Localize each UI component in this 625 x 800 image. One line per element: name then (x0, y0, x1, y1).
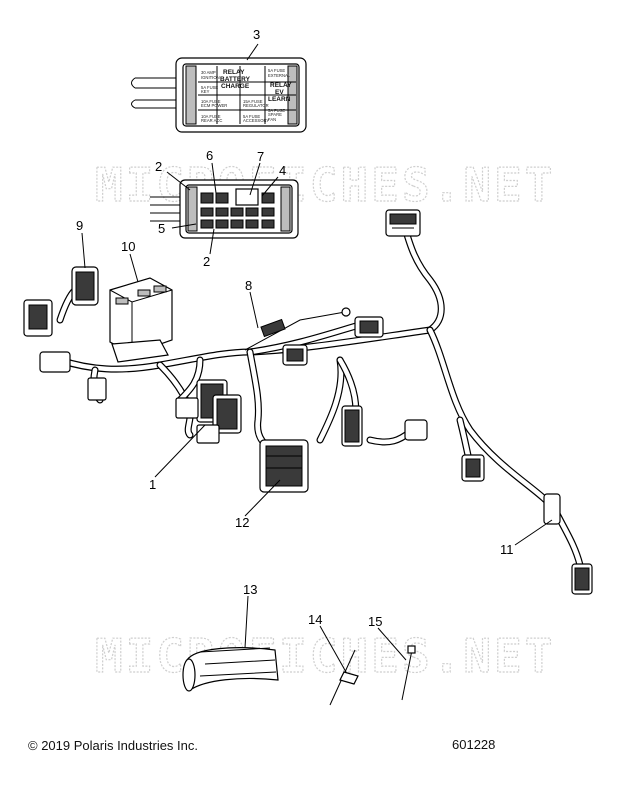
watermark-top: MICROFICHES.NET (95, 158, 555, 212)
callout-15: 15 (368, 614, 382, 629)
callout-8: 8 (245, 278, 252, 293)
svg-text:ECM POWER: ECM POWER (201, 103, 227, 108)
main-harness (56, 224, 584, 569)
connector-9 (71, 266, 99, 306)
fuse-box-10 (109, 277, 173, 363)
ecu-connector-12 (259, 439, 309, 493)
ground-lead-8 (244, 307, 351, 351)
fuse-box (150, 179, 299, 239)
part-number: 601228 (452, 737, 496, 752)
svg-text:KEY: KEY (201, 89, 210, 94)
relay-ev-line1: RELAY (270, 82, 292, 89)
svg-text:ACCESSORY: ACCESSORY (243, 118, 269, 123)
callout-7: 7 (257, 149, 264, 164)
relay-ev-line2: EV (275, 89, 284, 96)
callout-1: 1 (149, 477, 156, 492)
connector-11 (543, 493, 593, 595)
connectors-center (175, 379, 242, 444)
sleeve-13 (182, 647, 279, 692)
cable-tie-14 (329, 649, 359, 706)
callout-2-bottom: 2 (203, 254, 210, 269)
relay-battery-line3: CHARGE (221, 83, 250, 90)
svg-text:EXTERNAL: EXTERNAL (268, 73, 291, 78)
connector-mid-top (282, 316, 384, 366)
relay-battery-line1: RELAY (223, 69, 245, 76)
svg-text:15A FUSE: 15A FUSE (243, 99, 263, 104)
callout-3: 3 (253, 27, 260, 42)
relay-battery-line2: BATTERY (220, 76, 251, 83)
svg-text:REAR ACC: REAR ACC (201, 118, 222, 123)
connector-right-mid (341, 405, 485, 482)
callout-10: 10 (121, 239, 135, 254)
leader-lines (81, 43, 553, 673)
svg-text:10A FUSE: 10A FUSE (201, 99, 221, 104)
callout-6: 6 (206, 148, 213, 163)
svg-text:10A FUSE: 10A FUSE (201, 114, 221, 119)
svg-text:SPARE: SPARE (268, 112, 282, 117)
callout-4: 4 (279, 163, 286, 178)
copyright-text: © 2019 Polaris Industries Inc. (28, 738, 198, 753)
svg-text:REGULATOR: REGULATOR (243, 103, 269, 108)
callout-14: 14 (308, 612, 322, 627)
svg-text:5A FUSE: 5A FUSE (268, 108, 285, 113)
fuse-box-lid: 30 AMP IGNITION 5A FUSE KEY 10A FUSE ECM… (131, 57, 307, 133)
watermark-bottom: MICROFICHES.NET (95, 629, 555, 683)
callout-5: 5 (158, 221, 165, 236)
callout-12: 12 (235, 515, 249, 530)
cable-tie-15 (401, 645, 416, 701)
relay-ev-line3: LEARN (268, 96, 291, 103)
svg-text:5A FUSE: 5A FUSE (243, 114, 260, 119)
svg-text:FAN: FAN (268, 117, 276, 122)
callout-13: 13 (243, 582, 257, 597)
svg-text:5A FUSE: 5A FUSE (268, 68, 285, 73)
callout-11: 11 (500, 542, 514, 557)
callout-9: 9 (76, 218, 83, 233)
callout-labels: 3 2 6 7 4 5 2 9 10 8 1 12 11 13 14 15 (76, 27, 514, 629)
connector-left (23, 299, 107, 401)
connector-top-right (385, 209, 421, 237)
svg-text:IGNITION: IGNITION (201, 75, 220, 80)
svg-text:5A FUSE: 5A FUSE (201, 85, 218, 90)
svg-text:30 AMP: 30 AMP (201, 70, 216, 75)
callout-2-top: 2 (155, 159, 162, 174)
